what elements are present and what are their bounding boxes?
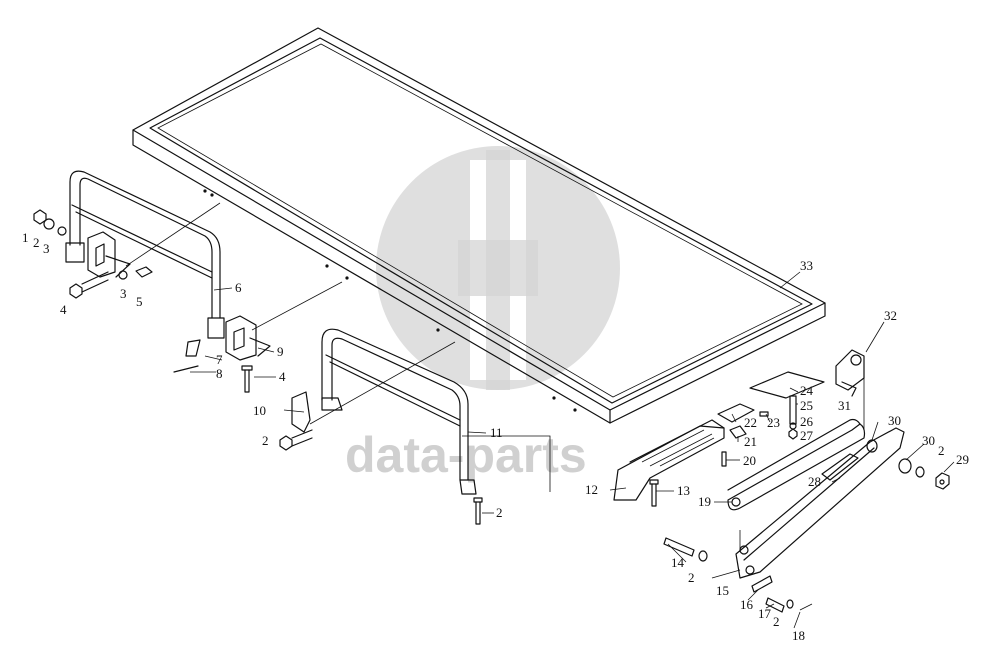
callout-18: 18 xyxy=(792,628,805,643)
callout-10: 10 xyxy=(253,403,266,418)
callout-19: 19 xyxy=(698,494,711,509)
callout-31: 31 xyxy=(838,398,851,413)
left-tube-frame xyxy=(65,170,343,339)
callout-27: 27 xyxy=(800,428,814,443)
callout-26: 26 xyxy=(800,414,814,429)
callout-6: 6 xyxy=(235,280,242,295)
callout-29: 29 xyxy=(956,452,969,467)
callout-16: 16 xyxy=(740,597,754,612)
hardware-bottom xyxy=(663,537,813,613)
callout-20: 20 xyxy=(743,453,756,468)
watermark-text: data-parts xyxy=(345,427,587,483)
middle-tube-frame xyxy=(309,328,551,495)
right-arm-assembly xyxy=(727,418,905,579)
tray-panel xyxy=(132,27,826,424)
left-bracket xyxy=(87,231,271,361)
callout-33: 33 xyxy=(800,258,813,273)
callout-30: 30 xyxy=(922,433,935,448)
callout-21: 21 xyxy=(744,434,757,449)
callout-1: 1 xyxy=(22,230,29,245)
callout-2: 2 xyxy=(33,235,40,250)
callout-2: 2 xyxy=(688,570,695,585)
callout-3: 3 xyxy=(43,241,50,256)
callout-3: 3 xyxy=(120,286,127,301)
callout-2: 2 xyxy=(496,505,503,520)
callout-24: 24 xyxy=(800,383,814,398)
callout-2: 2 xyxy=(262,433,269,448)
bracket-10 xyxy=(279,391,483,525)
hardware-left xyxy=(33,209,253,393)
callout-17: 17 xyxy=(758,606,772,621)
callout-8: 8 xyxy=(216,366,223,381)
callout-2: 2 xyxy=(773,614,780,629)
callout-12: 12 xyxy=(585,482,598,497)
callout-30: 30 xyxy=(888,413,901,428)
callout-9: 9 xyxy=(277,344,284,359)
leader-lines xyxy=(190,271,955,629)
center-mounting-plates xyxy=(717,371,825,467)
callout-22: 22 xyxy=(744,415,757,430)
callout-7: 7 xyxy=(216,352,223,367)
callout-32: 32 xyxy=(884,308,897,323)
callout-14: 14 xyxy=(671,555,685,570)
callout-4: 4 xyxy=(60,302,67,317)
callout-25: 25 xyxy=(800,398,813,413)
callout-11: 11 xyxy=(490,425,503,440)
right-hinge xyxy=(835,349,865,430)
watermark-logo xyxy=(376,146,620,390)
callout-28: 28 xyxy=(808,474,821,489)
callout-23: 23 xyxy=(767,415,780,430)
hardware-right xyxy=(866,439,950,490)
callout-4: 4 xyxy=(279,369,286,384)
callout-2: 2 xyxy=(938,443,945,458)
step-12 xyxy=(613,419,725,507)
callout-13: 13 xyxy=(677,483,690,498)
callout-15: 15 xyxy=(716,583,729,598)
callout-5: 5 xyxy=(136,294,143,309)
callout-labels: 1 2 3 4 3 5 6 7 8 9 4 10 2 11 2 12 13 33… xyxy=(22,230,969,643)
